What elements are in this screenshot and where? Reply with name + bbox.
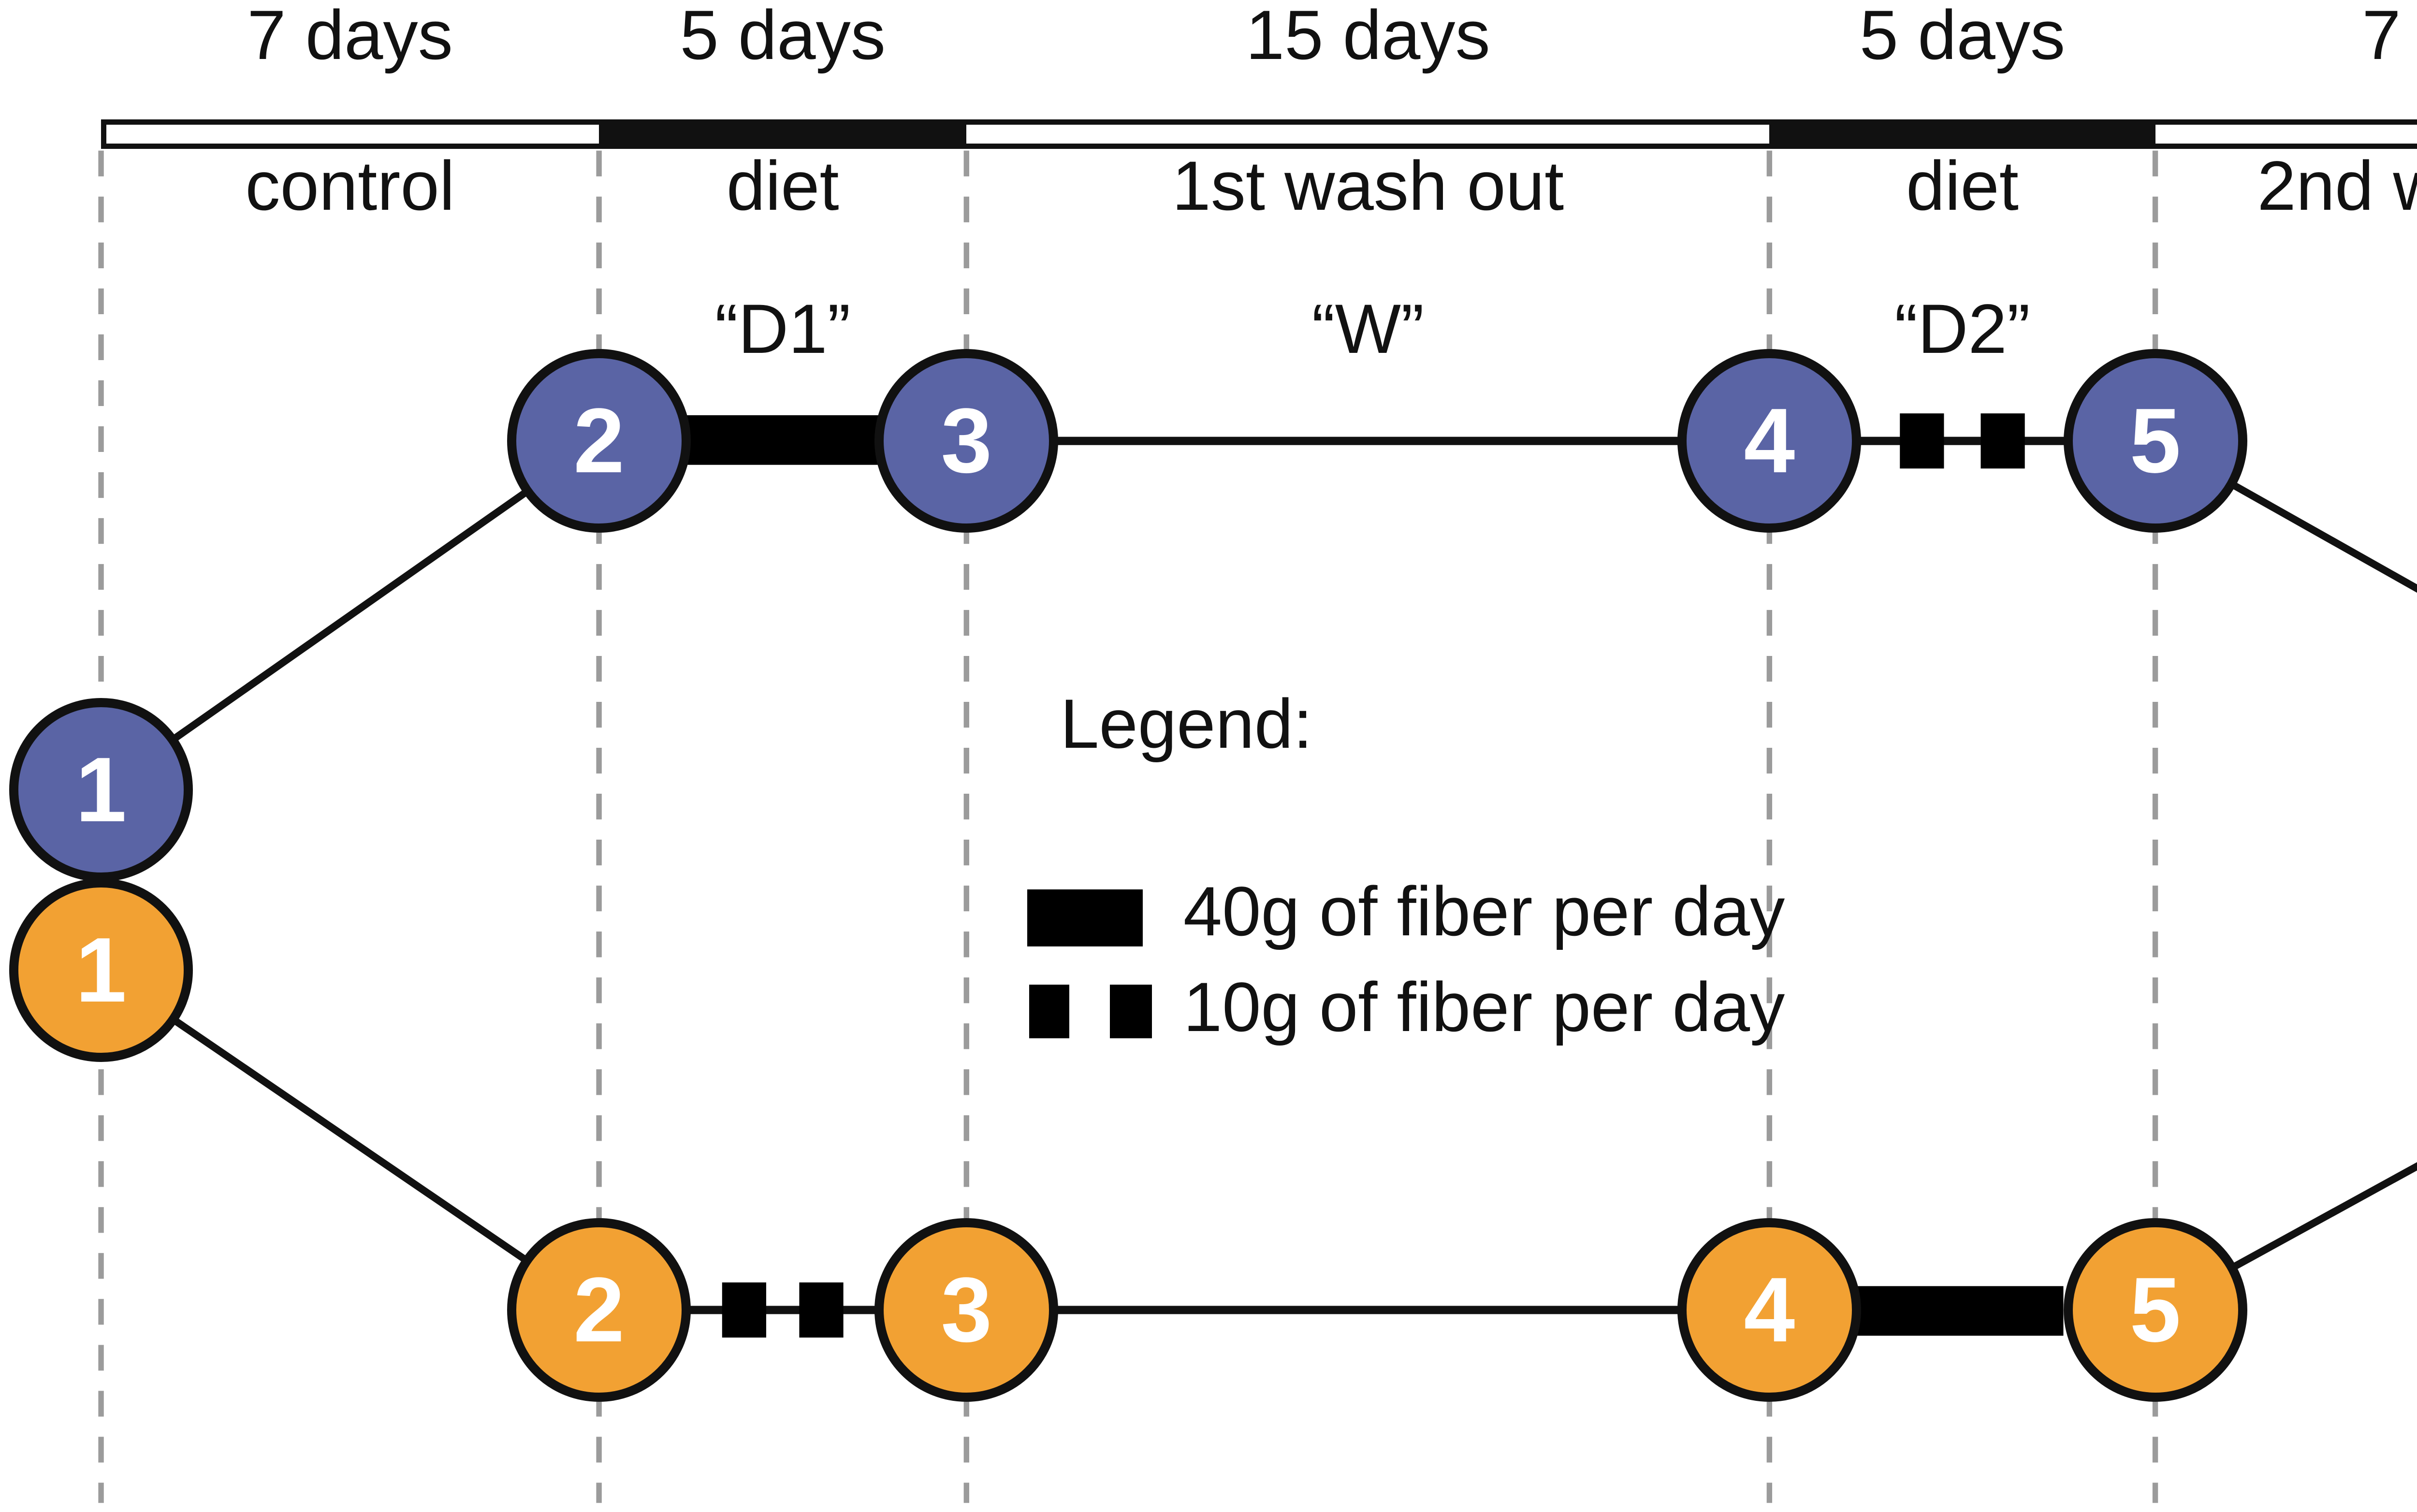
diet-segment-d1	[599, 119, 967, 149]
phase-label: control	[245, 146, 455, 225]
connector-blue-5-6	[2153, 437, 2417, 593]
phase-label: 1st wash out	[1172, 146, 1564, 225]
connector-blue-1-2	[99, 438, 601, 793]
legend-swatch-40g	[1027, 889, 1143, 946]
visit-node-blue-1: 1	[9, 698, 193, 882]
duration-label: 7 days	[247, 0, 453, 74]
phase-code-label: “D1”	[714, 290, 851, 368]
visit-node-orange-2: 2	[507, 1218, 691, 1402]
visit-node-orange-5: 5	[2063, 1218, 2247, 1402]
phase-label: diet	[726, 146, 839, 225]
fiber-10g-dash-blue-4-5	[1980, 413, 2025, 469]
visit-node-blue-3: 3	[874, 349, 1059, 533]
visit-node-blue-5: 5	[2063, 349, 2247, 533]
duration-label: 15 days	[1245, 0, 1490, 74]
visit-node-orange-4: 4	[1677, 1218, 1862, 1402]
legend-label-10g: 10g of fiber per day	[1183, 967, 1785, 1046]
phase-label: diet	[1906, 146, 2019, 225]
duration-label: 5 days	[1859, 0, 2066, 74]
phase-code-label: “D2”	[1894, 290, 2030, 368]
connector-orange-5-6	[2153, 1162, 2417, 1313]
visit-node-blue-2: 2	[507, 349, 691, 533]
legend-swatch-10g	[1109, 985, 1152, 1038]
legend-swatch-10g	[1029, 985, 1070, 1038]
duration-label: 5 days	[680, 0, 886, 74]
visit-node-orange-3: 3	[874, 1218, 1059, 1402]
legend-title: Legend:	[1060, 684, 1313, 763]
fiber-10g-dash-orange-2-3	[722, 1282, 767, 1338]
visit-node-orange-1: 1	[9, 878, 193, 1062]
phase-code-label: “W”	[1311, 290, 1425, 368]
legend-label-40g: 40g of fiber per day	[1183, 872, 1785, 951]
fiber-40g-bar-blue-2-3	[672, 415, 893, 465]
diet-segment-d2	[1769, 119, 2155, 149]
fiber-10g-dash-orange-2-3	[799, 1282, 844, 1338]
duration-label: 7 days	[2362, 0, 2417, 74]
phase-label: 2nd wash out	[2257, 146, 2417, 225]
connector-orange-1-2	[99, 967, 601, 1313]
fiber-10g-dash-blue-4-5	[1900, 413, 1944, 469]
visit-node-blue-4: 4	[1677, 349, 1862, 533]
fiber-40g-bar-orange-4-5	[1843, 1286, 2064, 1336]
